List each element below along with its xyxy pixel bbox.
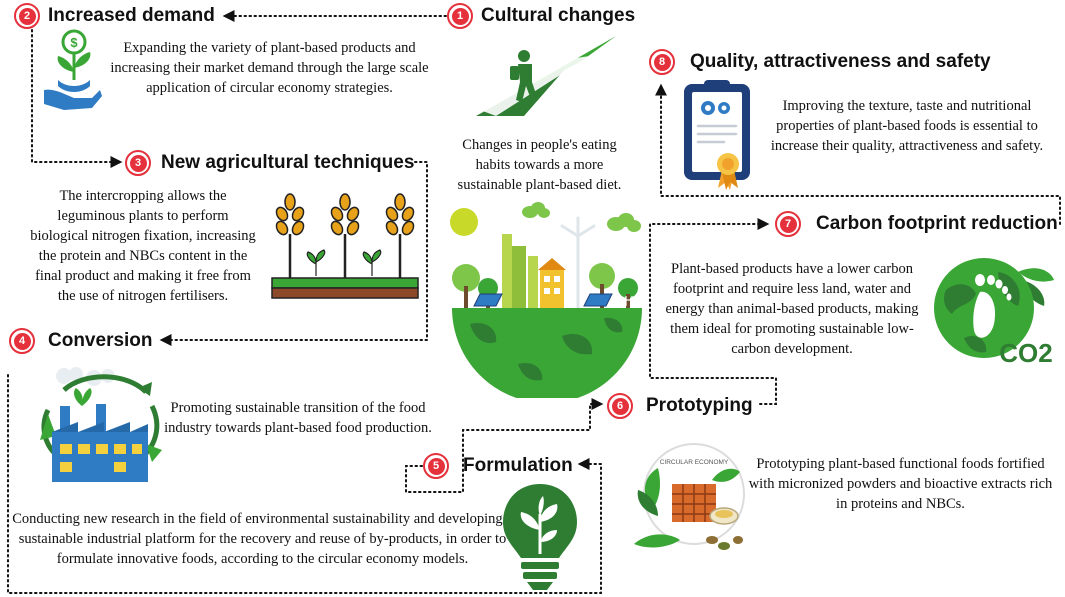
- step-6-number-badge: 6: [607, 393, 633, 419]
- lightbulb-plant-icon: [503, 484, 577, 590]
- step-4-description: Promoting sustainable transition of the …: [164, 400, 432, 436]
- circular-economy-food-icon: CIRCULAR ECONOMY: [634, 443, 745, 550]
- step-6-description: Prototyping plant-based functional foods…: [748, 456, 1053, 512]
- money-plant-hand-icon: $: [44, 29, 102, 110]
- circular-economy-label: CIRCULAR ECONOMY: [660, 459, 729, 466]
- step-5-number-badge: 5: [423, 453, 449, 479]
- step-8-number: 8: [653, 53, 671, 71]
- step-5-title: Formulation: [463, 455, 573, 476]
- step-1-description: Changes in people's eating habits toward…: [457, 137, 622, 193]
- step-8-number-badge: 8: [649, 49, 675, 75]
- step-5-number: 5: [427, 457, 445, 475]
- step-6-title: Prototyping: [646, 395, 753, 416]
- step-2-title: Increased demand: [48, 5, 215, 26]
- step-7-number: 7: [779, 215, 797, 233]
- green-earth-city-icon: [450, 202, 642, 398]
- step-6-number: 6: [611, 397, 629, 415]
- co2-label: CO2: [999, 338, 1052, 368]
- step-1-number: 1: [451, 7, 469, 25]
- step-4-number: 4: [13, 332, 31, 350]
- path-walker-icon: [476, 36, 616, 116]
- step-3-number-badge: 3: [125, 150, 151, 176]
- wheat-field-icon: [271, 193, 419, 299]
- step-2-description: Expanding the variety of plant-based pro…: [110, 40, 429, 96]
- certificate-icon: [684, 80, 750, 190]
- step-2-number-badge: 2: [14, 3, 40, 29]
- step-2-number: 2: [18, 7, 36, 25]
- step-8-title: Quality, attractiveness and safety: [690, 51, 991, 72]
- step-7-title: Carbon footprint reduction: [816, 213, 1058, 234]
- step-1-number-badge: 1: [447, 3, 473, 29]
- step-1-title: Cultural changes: [481, 5, 636, 26]
- step-3-title: New agricultural techniques: [161, 152, 415, 173]
- co2-footprint-globe-icon: CO2: [934, 258, 1054, 368]
- step-7-number-badge: 7: [775, 211, 801, 237]
- step-7-description: Plant-based products have a lower carbon…: [665, 261, 919, 357]
- step-3-number: 3: [129, 154, 147, 172]
- step-4-title: Conversion: [48, 330, 153, 351]
- svg-text:$: $: [70, 35, 78, 50]
- step-3-description: The intercropping allows the leguminous …: [30, 188, 256, 304]
- step-5-description: Conducting new research in the field of …: [12, 511, 513, 567]
- step-8-description: Improving the texture, taste and nutriti…: [770, 98, 1044, 154]
- factory-recycle-icon: [40, 367, 162, 482]
- step-4-number-badge: 4: [9, 328, 35, 354]
